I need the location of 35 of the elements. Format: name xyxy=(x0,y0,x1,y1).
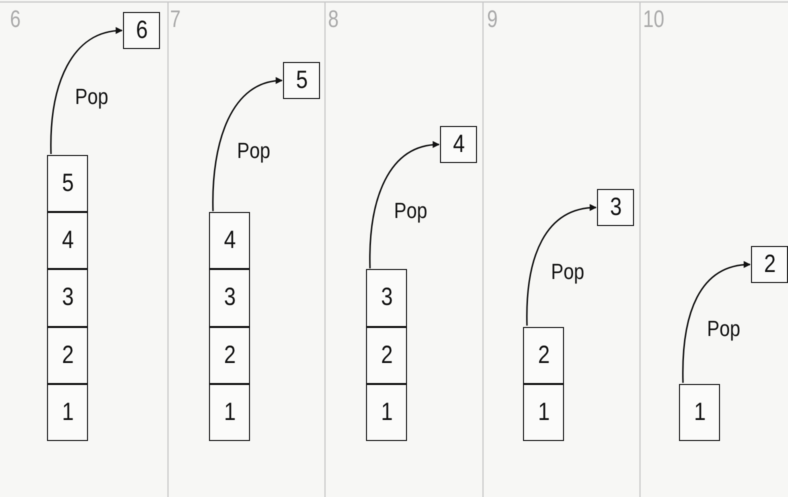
step-number: 6 xyxy=(10,6,21,34)
curved-arrow xyxy=(369,142,440,268)
stack-box: 1 xyxy=(679,384,720,441)
stack-box: 5 xyxy=(47,155,88,212)
curved-arrow xyxy=(50,28,123,154)
stack-box: 1 xyxy=(523,384,564,441)
popped-box: 2 xyxy=(751,246,788,283)
popped-box: 4 xyxy=(440,126,477,163)
popped-box: 6 xyxy=(123,12,160,49)
stack-box: 4 xyxy=(209,212,250,270)
edge-label: Pop xyxy=(237,138,270,164)
step-number: 7 xyxy=(170,6,181,34)
curved-arrow xyxy=(526,204,597,326)
stack-box: 1 xyxy=(366,384,407,441)
stack-box: 1 xyxy=(209,384,250,441)
stack-box: 2 xyxy=(523,326,564,384)
step-number: 10 xyxy=(643,6,664,34)
edge-label: Pop xyxy=(394,198,428,224)
stack-box: 2 xyxy=(47,326,88,384)
curved-arrow xyxy=(682,262,751,383)
edge-label: Pop xyxy=(707,316,740,342)
curved-arrow xyxy=(212,78,283,212)
stack-box: 3 xyxy=(366,269,407,327)
step-number: 9 xyxy=(487,6,498,34)
stack-box: 3 xyxy=(209,269,250,327)
stack-box: 4 xyxy=(47,212,88,270)
edge-label: Pop xyxy=(75,84,108,110)
stack-box: 3 xyxy=(47,269,88,327)
stack-box: 1 xyxy=(47,384,88,441)
edge-label: Pop xyxy=(551,258,584,285)
popped-box: 3 xyxy=(597,189,634,226)
stack-box: 2 xyxy=(209,326,250,384)
popped-box: 5 xyxy=(283,62,320,99)
step-number: 8 xyxy=(328,6,339,34)
stack-box: 2 xyxy=(366,326,407,384)
